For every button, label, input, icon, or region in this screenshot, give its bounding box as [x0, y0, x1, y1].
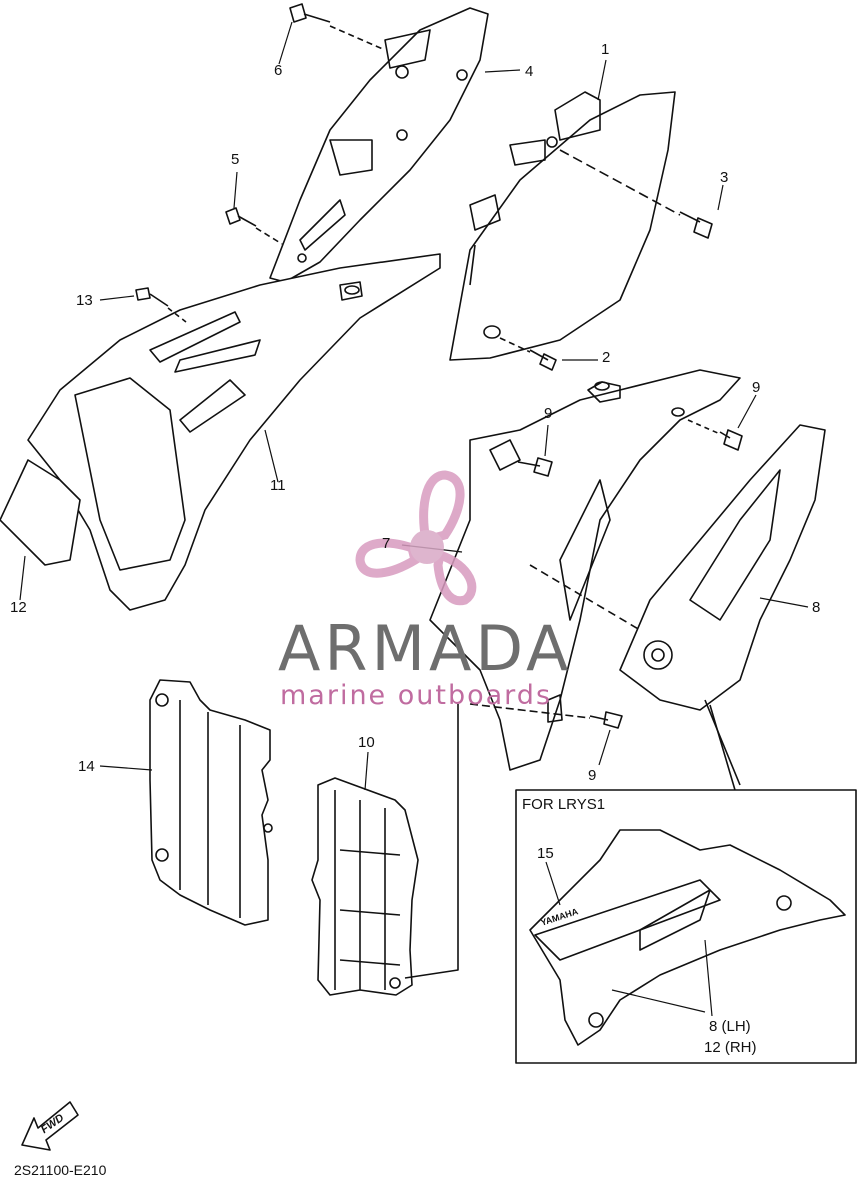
inset-label-rh: 12 (RH) — [704, 1039, 757, 1056]
part-10-radiator-guard — [311, 777, 419, 996]
callout-14: 14 — [78, 758, 95, 775]
leader-7-8 — [529, 564, 641, 631]
drawing-code: 2S21100-E210 — [14, 1162, 107, 1178]
callout-leaders — [19, 21, 809, 791]
callout-9-b: 9 — [752, 379, 761, 396]
callout-1: 1 — [601, 41, 610, 58]
leader-inset-15 — [545, 861, 561, 906]
bolt-6 — [289, 3, 386, 51]
inset-shroud — [529, 829, 846, 1046]
callout-6: 6 — [274, 62, 283, 79]
watermark-brand: ARMADA — [278, 612, 573, 685]
fwd-arrow-icon — [21, 1101, 79, 1151]
bolt-2 — [499, 337, 557, 371]
bolt-9-a — [517, 457, 553, 477]
inset-box — [515, 789, 857, 1064]
bolt-3 — [559, 149, 713, 239]
callout-3: 3 — [720, 169, 729, 186]
callout-15: 15 — [537, 845, 554, 862]
bolt-13 — [135, 287, 187, 323]
part-12-left-plate — [0, 459, 81, 566]
part-14-radiator-guard — [149, 679, 273, 926]
watermark-tagline: marine outboards — [280, 680, 553, 711]
callout-5: 5 — [231, 151, 240, 168]
callout-4: 4 — [525, 63, 534, 80]
part-4-inner-cover — [269, 7, 489, 283]
propeller-logo-icon — [355, 470, 477, 606]
part-7-right-shroud — [429, 369, 741, 771]
inset-title: FOR LRYS1 — [522, 796, 606, 813]
callout-10: 10 — [358, 734, 375, 751]
part-11-left-shroud — [27, 253, 441, 611]
callout-9-a: 9 — [544, 405, 553, 422]
bolt-9-c — [469, 703, 623, 729]
leader-8-inset — [709, 704, 736, 791]
bolt-5 — [225, 207, 283, 245]
leader-inset-12 — [704, 939, 713, 1017]
callout-7: 7 — [382, 535, 391, 552]
leader-inset-8 — [611, 989, 706, 1013]
callout-13: 13 — [76, 292, 93, 309]
callout-8: 8 — [812, 599, 821, 616]
callout-11: 11 — [270, 477, 286, 494]
inset-label-lh: 8 (LH) — [709, 1018, 751, 1035]
callout-2: 2 — [602, 349, 611, 366]
part-1-side-panel — [449, 91, 676, 361]
callout-12: 12 — [10, 599, 27, 616]
callout-9-c: 9 — [588, 767, 597, 784]
bolt-9-b — [687, 419, 743, 451]
part-8-decal-panel — [619, 424, 826, 786]
leader-10 — [404, 704, 459, 979]
